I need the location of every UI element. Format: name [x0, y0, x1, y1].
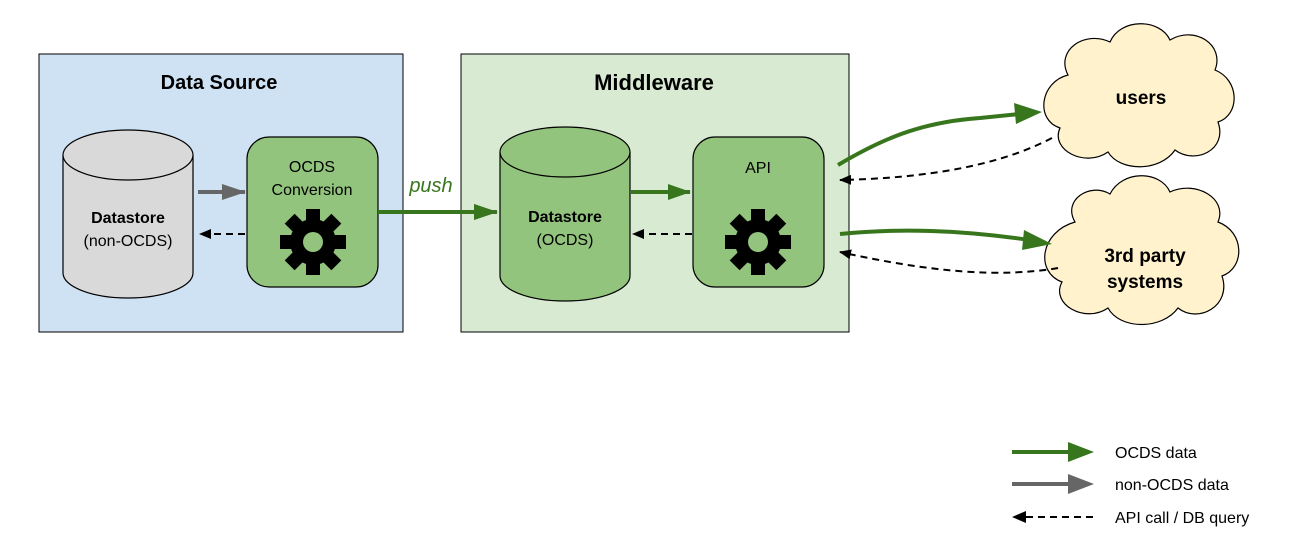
legend-ocds-label: OCDS data	[1115, 445, 1197, 462]
legend-query-label: API call / DB query	[1115, 510, 1249, 527]
conversion-label-line1: OCDS	[289, 159, 335, 176]
data-source-title: Data Source	[161, 72, 278, 94]
source-datastore-title: Datastore	[91, 210, 165, 227]
users-cloud: users	[1043, 23, 1235, 168]
source-datastore-cylinder: Datastore (non-OCDS)	[62, 129, 194, 299]
api-box: API	[692, 136, 825, 288]
legend-non-ocds-arrowhead	[1068, 474, 1094, 494]
legend-non-ocds-label: non-OCDS data	[1115, 477, 1229, 494]
third-party-systems-cloud: 3rd party systems	[1044, 175, 1240, 326]
users-label: users	[1116, 88, 1167, 109]
legend: OCDS data non-OCDS data API call / DB qu…	[1012, 442, 1249, 527]
middleware-datastore-title: Datastore	[528, 209, 602, 226]
gear-icon	[280, 209, 346, 275]
ocds-data-arrowhead	[1022, 230, 1052, 250]
middleware-datastore-cylinder: Datastore (OCDS)	[499, 126, 631, 302]
legend-query-arrowhead	[1012, 511, 1026, 523]
ocds-data-arrowhead	[1014, 103, 1042, 124]
middleware-datastore-subtitle: (OCDS)	[537, 232, 594, 249]
conversion-label-line2: Conversion	[272, 182, 353, 199]
source-datastore-subtitle: (non-OCDS)	[84, 233, 173, 250]
third-party-label-line2: systems	[1107, 272, 1183, 293]
api-label: API	[745, 160, 771, 177]
ocds-data-arrow-to-third-party	[839, 228, 1031, 242]
push-arrowhead	[474, 204, 497, 220]
middleware-title: Middleware	[594, 70, 714, 95]
ocds-data-arrow-to-users	[836, 112, 1021, 167]
gear-icon	[725, 209, 791, 275]
push-label: push	[408, 175, 452, 197]
ocds-conversion-box: OCDS Conversion	[246, 136, 379, 288]
ocds-data-arrowhead	[668, 184, 691, 200]
third-party-label-line1: 3rd party	[1104, 246, 1186, 267]
legend-ocds-arrowhead	[1068, 442, 1094, 462]
query-arrow-from-users	[839, 137, 1053, 185]
query-arrow-from-third-party	[839, 249, 1059, 274]
